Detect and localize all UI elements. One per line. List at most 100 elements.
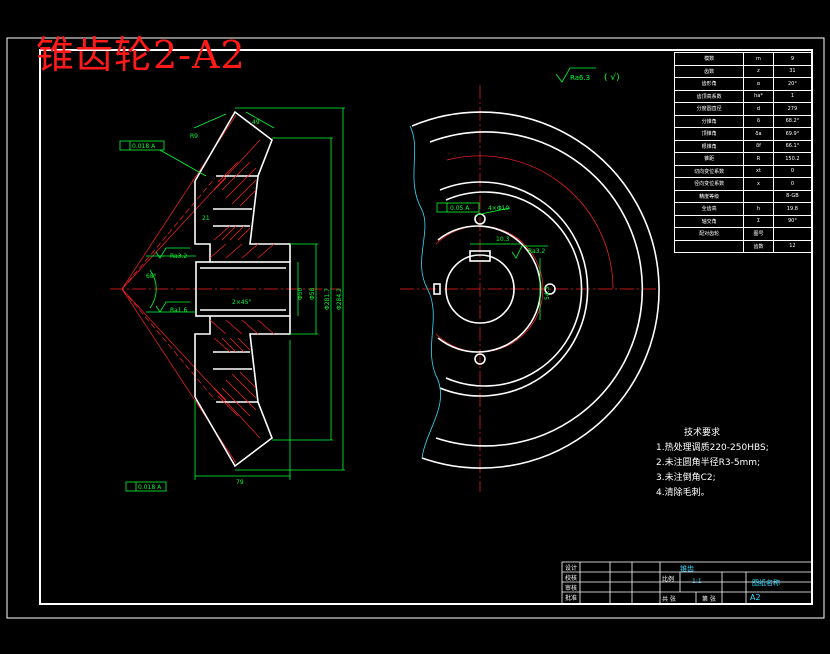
cone-construction-lines: [110, 114, 340, 464]
param-val: 20°: [772, 77, 813, 91]
tolerance-top-text: 0.018 A: [132, 143, 156, 150]
tb-label-approve: 批准: [565, 595, 578, 602]
param-sym: δf: [743, 139, 774, 153]
param-val: 12: [772, 239, 813, 253]
param-row: 配对齿轮图号: [673, 227, 813, 241]
param-name: 分度圆直径: [673, 102, 745, 116]
param-val: 19.8: [772, 202, 813, 216]
roughness-2-text: Ra1.6: [170, 307, 187, 314]
param-name: 精度等级: [673, 189, 745, 203]
notes-item: 4.清除毛刺。: [656, 488, 710, 498]
param-name: [673, 239, 745, 253]
key-depth-text: 54.3: [544, 286, 551, 300]
tb-label-review: 审核: [565, 585, 578, 592]
front-centerlines: [400, 85, 660, 492]
param-sym: [743, 189, 774, 203]
outer-frame: [6, 37, 825, 619]
param-sym: m: [743, 52, 774, 66]
param-name: 径向变位系数: [673, 177, 745, 191]
tb-scale-value: 1:1: [692, 578, 702, 585]
gear-outline: [194, 110, 291, 468]
param-sym: 齿数: [743, 239, 774, 253]
tb-label-sheets-total: 共 张: [662, 596, 676, 603]
param-name: 锥距: [673, 152, 745, 166]
param-name: 分锥角: [673, 114, 745, 128]
bore-dim-text: Φ50: [297, 287, 304, 300]
front-break-line: [409, 125, 441, 459]
tb-label-design: 设计: [565, 565, 578, 572]
notes-item: 3.未注倒角C2;: [656, 473, 716, 483]
param-name: 全齿高: [673, 202, 745, 216]
front-view: [400, 85, 660, 492]
width-dim-text: 79: [236, 479, 244, 486]
param-sym: x: [743, 177, 774, 191]
tolerance-frames: [119, 140, 167, 492]
roughness-symbols: [155, 247, 190, 313]
param-sym: xt: [743, 164, 774, 178]
tb-company: 图纸名称: [752, 579, 780, 587]
param-sym: ha*: [743, 89, 774, 103]
param-val: 68.2°: [772, 114, 813, 128]
param-sym: 图号: [743, 227, 774, 241]
keyway-dim-text: 10.3: [496, 236, 510, 243]
param-name: 齿数: [673, 64, 745, 78]
cone-angle-text: 68°: [146, 273, 157, 280]
param-sym: δ: [743, 114, 774, 128]
inner-frame: [39, 49, 813, 605]
front-dimension-lines: [436, 202, 548, 320]
face-dim-text: 49: [252, 119, 260, 126]
tb-sheet-size: A2: [750, 593, 761, 602]
general-roughness-note: ( √): [604, 72, 620, 83]
param-val: 0: [772, 164, 813, 178]
hub-dim-text: Φ58: [309, 287, 316, 300]
side-view: [110, 107, 345, 492]
param-val: 90°: [772, 214, 813, 228]
param-val: [772, 227, 813, 241]
param-name: 齿形角: [673, 77, 745, 91]
top-dim-text: R9: [190, 133, 198, 140]
front-roughness-text: Ra3.2: [528, 248, 545, 255]
title-block: 设计 校核 审核 批准 比例 共 张 第 张 锥齿 1:1 图纸名称 A2: [562, 562, 812, 604]
param-val: 69.9°: [772, 127, 813, 141]
tolerance-bottom-text: 0.018 A: [138, 484, 162, 491]
side-dimension-lines: [146, 107, 345, 480]
roughness-1-text: Ra3.2: [170, 253, 187, 260]
param-name: 轴交角: [673, 214, 745, 228]
tip-dim-text: Φ284.2: [336, 288, 343, 310]
param-name: 齿顶高系数: [673, 89, 745, 103]
param-sym: δa: [743, 127, 774, 141]
param-val: 279: [772, 102, 813, 116]
param-name: 切向变位系数: [673, 164, 745, 178]
param-val: 8-GB: [772, 189, 813, 203]
param-val: 66.1°: [772, 139, 813, 153]
tb-part-name: 锥齿: [680, 565, 694, 573]
section-hatching: [209, 161, 275, 417]
param-val: 1: [772, 89, 813, 103]
general-roughness-text: Ra6.3: [570, 74, 590, 82]
front-outlines: [411, 111, 660, 469]
param-val: 0: [772, 177, 813, 191]
tb-label-scale: 比例: [662, 576, 675, 583]
param-name: 模数: [673, 52, 745, 66]
param-sym: h: [743, 202, 774, 216]
param-val: 150.2: [772, 152, 813, 166]
param-sym: R: [743, 152, 774, 166]
param-name: 配对齿轮: [673, 227, 745, 241]
drawing-title: 锥齿轮2-A2: [36, 33, 246, 77]
front-tolerance-text: 0.05 A: [450, 205, 470, 212]
tb-label-sheet-number: 第 张: [702, 596, 716, 603]
general-roughness-symbol: [555, 67, 596, 83]
small-dim-text: 21: [202, 215, 210, 222]
